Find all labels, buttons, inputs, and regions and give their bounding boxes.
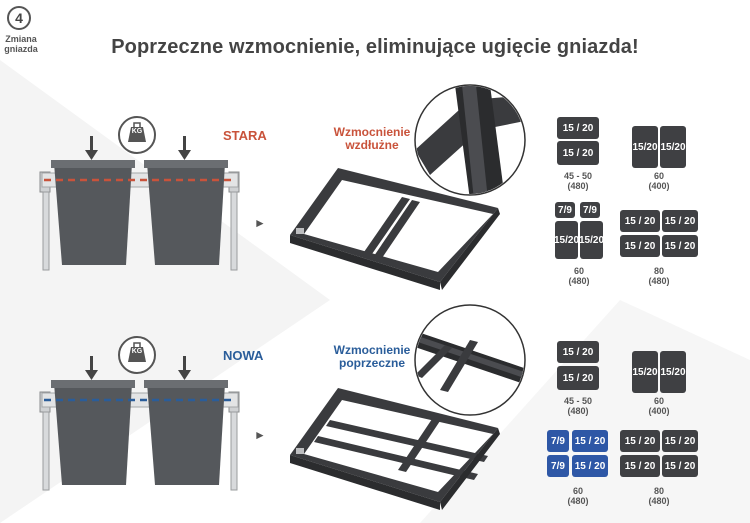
new-c1-caption: 45 - 50(480): [552, 396, 604, 416]
step-badge: 4: [7, 6, 31, 30]
old-weight-text: KG: [131, 128, 143, 135]
new-c3-slot-1: 7/9: [547, 430, 569, 452]
new-c4-caption-1: 80: [653, 486, 664, 496]
old-c4-caption-2: (480): [648, 276, 670, 286]
new-frame-caption-line2: poprzeczne: [338, 356, 405, 370]
new-c2-caption-1: 60: [653, 396, 664, 406]
old-c2-caption: 60(400): [632, 171, 686, 191]
old-frame-caption: Wzmocnienie wzdłużne: [330, 126, 414, 152]
step-number: 4: [15, 10, 23, 26]
new-c1-caption-2: (480): [567, 406, 589, 416]
page-title: Poprzeczne wzmocnienie, eliminujące ugię…: [111, 36, 639, 58]
new-c1-slot-1: 15 / 20: [557, 341, 599, 363]
new-c4-caption-2: (480): [648, 496, 670, 506]
new-c2-slot-1: 15/20: [632, 351, 658, 393]
old-c4-caption: 80(480): [632, 266, 686, 286]
old-c3-slot-4: 15/20: [579, 221, 604, 259]
old-zoom-circle: [414, 84, 526, 196]
old-c2-slot-1: 15/20: [632, 126, 658, 168]
old-c2-caption-1: 60: [653, 171, 664, 181]
old-frame-caption-line1: Wzmocnienie: [333, 125, 411, 139]
old-c4-caption-1: 80: [653, 266, 664, 276]
new-c1-slot-2: 15 / 20: [557, 366, 599, 390]
old-c1-slot-1: 15 / 20: [557, 117, 599, 139]
old-frame-caption-line2: wzdłużne: [345, 138, 399, 152]
new-c3-caption: 60(480): [552, 486, 604, 506]
new-c3-caption-1: 60: [572, 486, 583, 496]
new-load-arrows: [85, 356, 191, 380]
old-c1-caption-1: 45 - 50: [563, 171, 593, 181]
new-weight-text: KG: [131, 348, 143, 355]
new-c3-slot-2: 15 / 20: [572, 430, 608, 452]
step-caption: Zmiana gniazda: [4, 34, 38, 54]
old-c3-caption-2: (480): [568, 276, 590, 286]
old-c2-slot-2: 15/20: [660, 126, 686, 168]
old-c3-slot-3: 15/20: [554, 221, 579, 259]
old-c3-caption-1: 60: [573, 266, 584, 276]
new-zoom-circle: [414, 304, 526, 416]
new-c3-slot-4: 15 / 20: [572, 455, 608, 477]
old-c1-caption-2: (480): [567, 181, 589, 191]
new-c4-slot-1: 15 / 20: [620, 430, 660, 452]
new-frame-caption: Wzmocnienie poprzeczne: [330, 344, 414, 370]
step-caption-line1: Zmiana: [5, 34, 37, 44]
old-bins: [51, 160, 228, 265]
new-c2-caption-2: (400): [648, 406, 670, 416]
old-load-arrows: [85, 136, 191, 160]
new-c2-caption: 60(400): [632, 396, 686, 416]
old-c2-caption-2: (400): [648, 181, 670, 191]
new-c4-slot-3: 15 / 20: [620, 455, 660, 477]
old-label: STARA: [223, 128, 267, 143]
old-c4-slot-4: 15 / 20: [662, 235, 698, 257]
new-frame: [290, 388, 500, 510]
old-c3-caption: 60(480): [553, 266, 605, 286]
old-c4-slot-1: 15 / 20: [620, 210, 660, 232]
new-c4-caption: 80(480): [632, 486, 686, 506]
old-frame: [290, 168, 500, 290]
old-weight-icon: [118, 116, 156, 154]
old-c1-slot-2: 15 / 20: [557, 141, 599, 165]
new-c3-slot-3: 7/9: [547, 455, 569, 477]
new-c2-slot-2: 15/20: [660, 351, 686, 393]
new-weight-icon: [118, 336, 156, 374]
new-c4-slot-2: 15 / 20: [662, 430, 698, 452]
old-c3-slot-1: 7/9: [555, 202, 575, 218]
step-caption-line2: gniazda: [4, 44, 38, 54]
new-bins: [51, 380, 228, 485]
old-c1-caption: 45 - 50(480): [552, 171, 604, 191]
old-c4-slot-2: 15 / 20: [662, 210, 698, 232]
new-c1-caption-1: 45 - 50: [563, 396, 593, 406]
new-c4-slot-4: 15 / 20: [662, 455, 698, 477]
new-label: NOWA: [223, 348, 264, 363]
old-arrow-icon: ►: [254, 216, 266, 230]
new-c3-caption-2: (480): [567, 496, 589, 506]
old-c3-slot-2: 7/9: [580, 202, 600, 218]
new-frame-caption-line1: Wzmocnienie: [333, 343, 411, 357]
old-c4-slot-3: 15 / 20: [620, 235, 660, 257]
new-arrow-icon: ►: [254, 428, 266, 442]
